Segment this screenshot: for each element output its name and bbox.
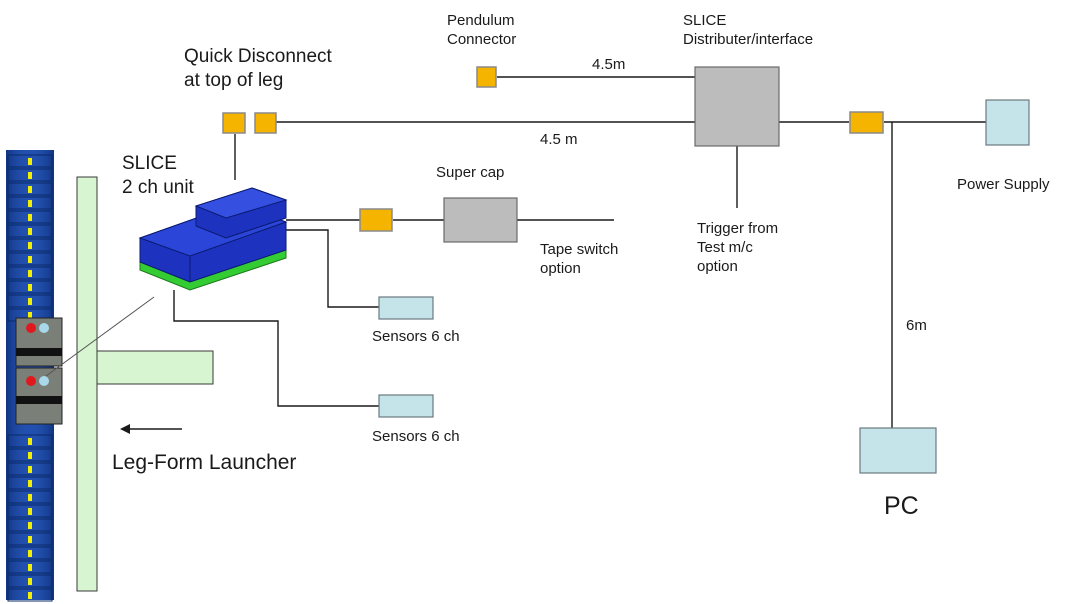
leg-marker bbox=[28, 228, 32, 235]
leg-segment bbox=[7, 294, 53, 308]
launcher-vertical-bar bbox=[76, 176, 98, 592]
power-supply-label: Power Supply bbox=[957, 176, 1050, 193]
leg-marker bbox=[28, 564, 32, 571]
pc-label: PC bbox=[884, 492, 919, 520]
sensors-box-b bbox=[378, 394, 434, 418]
leg-segment bbox=[7, 532, 53, 546]
leg-segment bbox=[7, 266, 53, 280]
leg-marker bbox=[28, 536, 32, 543]
leg-marker bbox=[28, 466, 32, 473]
pc-box bbox=[859, 427, 937, 474]
leg-segment bbox=[7, 196, 53, 210]
leg-marker bbox=[28, 242, 32, 249]
leg-segment bbox=[7, 546, 53, 560]
leg-marker bbox=[28, 508, 32, 515]
leg-segment bbox=[7, 448, 53, 462]
leg-segment bbox=[7, 574, 53, 588]
leg-segment bbox=[7, 504, 53, 518]
leg-marker bbox=[28, 312, 32, 319]
leg-marker bbox=[28, 480, 32, 487]
leg-segment bbox=[7, 252, 53, 266]
leg-segment bbox=[7, 210, 53, 224]
super-cap-label: Super cap bbox=[436, 164, 505, 181]
leg-marker bbox=[28, 298, 32, 305]
leg-segment bbox=[7, 476, 53, 490]
leg-marker bbox=[28, 494, 32, 501]
leg-marker bbox=[28, 172, 32, 179]
leg-segment bbox=[7, 168, 53, 182]
leg-marker bbox=[28, 270, 32, 277]
leg-segment bbox=[7, 182, 53, 196]
left-arrow-icon bbox=[120, 424, 182, 434]
leg-segment bbox=[7, 280, 53, 294]
leg-marker bbox=[28, 592, 32, 599]
supercap-connector bbox=[359, 208, 393, 232]
leg-segment bbox=[7, 560, 53, 574]
power-connector bbox=[849, 111, 884, 134]
leg-marker bbox=[28, 522, 32, 529]
sensors-box-a bbox=[378, 296, 434, 320]
unit-pointer-line bbox=[45, 296, 155, 377]
leg-segment bbox=[7, 224, 53, 238]
quick-disconnect-right bbox=[254, 112, 277, 134]
leg-segment bbox=[7, 434, 53, 448]
leg-form-image bbox=[6, 150, 63, 602]
length-main-label: 4.5 m bbox=[540, 131, 578, 148]
leg-marker bbox=[28, 550, 32, 557]
slice-distributor-box bbox=[694, 66, 780, 147]
length-top-label: 4.5m bbox=[592, 56, 626, 73]
leg-marker bbox=[28, 214, 32, 221]
wiring bbox=[173, 76, 986, 428]
leg-marker bbox=[28, 284, 32, 291]
leg-marker bbox=[28, 578, 32, 585]
launcher-label: Leg-Form Launcher bbox=[112, 451, 297, 474]
leg-segment bbox=[7, 490, 53, 504]
leg-segment bbox=[7, 238, 53, 252]
sensors-label-a: Sensors 6 ch bbox=[372, 328, 460, 345]
launcher-arm bbox=[96, 350, 214, 385]
sensors-label-b: Sensors 6 ch bbox=[372, 428, 460, 445]
quick-disconnect-left bbox=[222, 112, 246, 134]
leg-marker bbox=[28, 158, 32, 165]
leg-segment bbox=[7, 462, 53, 476]
power-supply-box bbox=[985, 99, 1030, 146]
leg-segment bbox=[7, 588, 53, 602]
leg-marker bbox=[28, 438, 32, 445]
super-cap-box bbox=[443, 197, 518, 243]
leg-marker bbox=[28, 200, 32, 207]
leg-marker bbox=[28, 452, 32, 459]
pendulum-connector bbox=[476, 66, 497, 88]
slice-2ch-unit bbox=[138, 187, 288, 291]
length-pc-label: 6m bbox=[906, 317, 927, 334]
leg-marker bbox=[28, 256, 32, 263]
leg-marker bbox=[28, 186, 32, 193]
leg-segment bbox=[7, 154, 53, 168]
leg-segment bbox=[7, 518, 53, 532]
